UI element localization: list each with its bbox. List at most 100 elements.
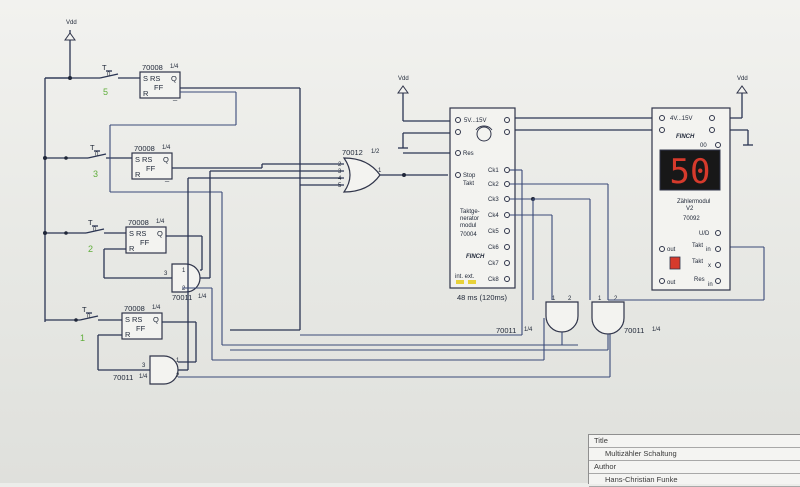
svg-text:FINCH: FINCH	[676, 134, 695, 140]
svg-text:70011: 70011	[172, 293, 192, 302]
svg-text:Ck6: Ck6	[488, 245, 499, 251]
svg-text:FF: FF	[146, 164, 156, 173]
svg-text:0: 0	[93, 227, 97, 233]
svg-text:out: out	[667, 247, 676, 253]
svg-text:T: T	[90, 143, 95, 152]
svg-text:1/4: 1/4	[652, 327, 661, 333]
svg-text:70011: 70011	[624, 326, 644, 335]
svg-text:Takt: Takt	[463, 181, 474, 187]
svg-text:0: 0	[107, 72, 111, 78]
svg-text:T: T	[88, 218, 93, 227]
title-block: Title Multizähler Schaltung Author Hans-…	[588, 434, 800, 487]
generator-caption: 48 ms (120ms)	[457, 293, 508, 302]
svg-text:70092: 70092	[683, 216, 700, 222]
and-gate-stage-2: 70011 1/4 3 1 2	[164, 263, 207, 302]
svg-text:modul: modul	[460, 223, 476, 229]
svg-text:1/4: 1/4	[139, 374, 148, 380]
svg-text:Ck3: Ck3	[488, 197, 499, 203]
svg-text:2: 2	[614, 296, 618, 302]
svg-text:70011: 70011	[496, 326, 516, 335]
svg-text:RS: RS	[150, 74, 160, 83]
svg-text:70008: 70008	[142, 63, 163, 72]
svg-text:FF: FF	[154, 83, 164, 92]
switch-1: T 0	[79, 305, 122, 321]
svg-text:3: 3	[338, 169, 342, 175]
svg-text:1: 1	[378, 168, 382, 174]
svg-text:2: 2	[176, 373, 180, 379]
svg-text:out: out	[667, 280, 676, 286]
svg-text:in: in	[706, 247, 711, 253]
generator-voltage-label: 5V...15V	[464, 118, 486, 124]
svg-text:Zählermodul: Zählermodul	[677, 199, 710, 205]
and-gate-right-1: 70011 1/4 1 2	[496, 296, 579, 335]
svg-text:Q: Q	[163, 155, 169, 164]
stage-number-5: 5	[103, 87, 108, 97]
svg-text:S: S	[125, 315, 130, 324]
svg-text:00: 00	[700, 143, 707, 149]
title-label: Title	[589, 435, 800, 448]
stage-number-3: 3	[93, 169, 98, 179]
svg-text:Ck1: Ck1	[488, 168, 499, 174]
svg-text:Takt: Takt	[692, 243, 703, 249]
svg-text:R: R	[129, 244, 135, 253]
svg-text:70011: 70011	[113, 373, 133, 382]
svg-text:70008: 70008	[124, 304, 145, 313]
svg-text:in: in	[708, 282, 713, 288]
stage-number-2: 2	[88, 244, 93, 254]
svg-text:V2: V2	[686, 206, 694, 212]
counter-voltage-label: 4V...15V	[670, 116, 692, 122]
vdd-left-symbol: Vdd	[64, 20, 77, 41]
svg-text:Ck5: Ck5	[488, 229, 499, 235]
svg-text:1/2: 1/2	[371, 149, 380, 155]
svg-text:int. ext.: int. ext.	[455, 274, 475, 280]
svg-text:Vdd: Vdd	[398, 76, 409, 82]
int-led	[456, 280, 464, 284]
svg-text:2: 2	[338, 162, 342, 168]
svg-text:_: _	[164, 173, 170, 182]
svg-text:x: x	[708, 263, 711, 269]
svg-text:_: _	[172, 92, 178, 101]
svg-text:Q: Q	[171, 74, 177, 83]
flipflop-2: 70008 1/4 S RS FF R Q	[125, 218, 167, 254]
switch-5: T 0	[99, 63, 140, 79]
flipflop-5: 70008 1/4 S RS FF R Q _	[139, 63, 181, 101]
ext-led	[468, 280, 476, 284]
svg-text:FINCH: FINCH	[466, 254, 485, 260]
svg-text:R: R	[143, 89, 149, 98]
svg-text:4: 4	[338, 176, 342, 182]
svg-text:Ck8: Ck8	[488, 277, 499, 283]
svg-text:1/4: 1/4	[170, 64, 179, 70]
and-gate-stage-1: 70011 1/4 3 1 2	[113, 355, 180, 385]
svg-text:T: T	[102, 63, 107, 72]
svg-text:2: 2	[182, 286, 186, 292]
svg-text:1/4: 1/4	[156, 219, 165, 225]
svg-text:1/4: 1/4	[152, 305, 161, 311]
svg-text:Res: Res	[694, 277, 705, 283]
svg-text:R: R	[125, 330, 131, 339]
flipflop-1: 70008 1/4 S RS FF R Q	[121, 304, 163, 340]
svg-text:S: S	[129, 229, 134, 238]
svg-text:2: 2	[568, 296, 572, 302]
svg-text:70008: 70008	[128, 218, 149, 227]
or-gate: 70012 1/2 2 3 4 5 1	[338, 148, 382, 193]
svg-text:T: T	[82, 305, 87, 314]
svg-text:Q: Q	[153, 315, 159, 324]
svg-text:S: S	[143, 74, 148, 83]
svg-text:1/4: 1/4	[198, 294, 207, 300]
svg-text:Taktge-: Taktge-	[460, 209, 480, 215]
svg-text:Ck4: Ck4	[488, 213, 499, 219]
svg-text:U/D: U/D	[699, 231, 710, 237]
svg-text:S: S	[135, 155, 140, 164]
svg-text:1: 1	[598, 296, 602, 302]
svg-text:Stop: Stop	[463, 173, 476, 179]
title-value: Multizähler Schaltung	[589, 448, 800, 461]
svg-text:0: 0	[87, 314, 91, 320]
vdd-label: Vdd	[66, 20, 77, 26]
svg-text:70008: 70008	[134, 144, 155, 153]
svg-text:R: R	[135, 170, 141, 179]
flipflop-3: 70008 1/4 S RS FF R Q _	[131, 144, 173, 182]
stage-number-1: 1	[80, 333, 85, 343]
counter-module: 4V...15V FINCH 00 50 Zählermodul V2 7009…	[651, 107, 731, 291]
author-label: Author	[589, 461, 800, 474]
